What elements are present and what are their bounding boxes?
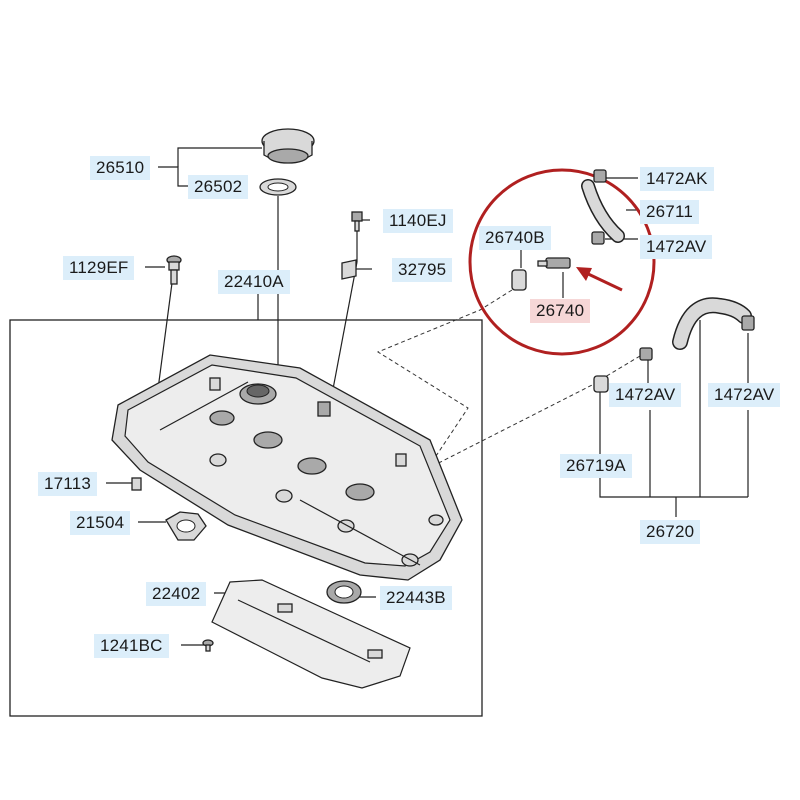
seal-22443b bbox=[326, 580, 362, 604]
bolt-1140ej bbox=[351, 211, 363, 232]
label-1129ef[interactable]: 1129EF bbox=[63, 256, 135, 280]
label-1472av-top[interactable]: 1472AV bbox=[640, 235, 713, 259]
part-26719a bbox=[593, 375, 609, 393]
label-26740[interactable]: 26740 bbox=[530, 299, 591, 323]
pcv-valve-26740 bbox=[537, 257, 571, 269]
label-1472av-right[interactable]: 1472AV bbox=[708, 383, 781, 407]
part-17113 bbox=[131, 477, 142, 491]
cylinder-head-cover bbox=[111, 354, 463, 581]
label-22410a[interactable]: 22410A bbox=[218, 270, 290, 294]
label-26720[interactable]: 26720 bbox=[640, 520, 701, 544]
cover-gasket bbox=[211, 579, 411, 689]
label-26740b[interactable]: 26740B bbox=[479, 226, 551, 250]
clip-32795 bbox=[341, 259, 357, 280]
hose-26711 bbox=[581, 169, 625, 245]
label-17113[interactable]: 17113 bbox=[38, 472, 98, 496]
highlight-circle bbox=[468, 168, 656, 356]
grommet-26740b bbox=[511, 269, 527, 291]
cap-gasket bbox=[259, 178, 297, 196]
oil-filler-cap bbox=[261, 128, 315, 164]
label-1472ak[interactable]: 1472AK bbox=[640, 167, 714, 191]
spark-plug-gasket bbox=[165, 511, 207, 541]
label-1472av-left[interactable]: 1472AV bbox=[609, 383, 682, 407]
label-22402[interactable]: 22402 bbox=[146, 582, 207, 606]
bolt-1129ef bbox=[166, 255, 182, 285]
label-32795[interactable]: 32795 bbox=[392, 258, 453, 282]
assembly-frame bbox=[9, 319, 483, 717]
bolt-1241bc bbox=[202, 639, 214, 652]
label-1241bc[interactable]: 1241BC bbox=[94, 634, 169, 658]
hose-26720 bbox=[639, 297, 755, 361]
label-26510[interactable]: 26510 bbox=[90, 156, 151, 180]
label-26719a[interactable]: 26719A bbox=[560, 454, 632, 478]
label-22443b[interactable]: 22443B bbox=[380, 586, 452, 610]
label-26711[interactable]: 26711 bbox=[640, 200, 700, 224]
label-1140ej[interactable]: 1140EJ bbox=[383, 209, 453, 233]
label-26502[interactable]: 26502 bbox=[188, 175, 249, 199]
label-21504[interactable]: 21504 bbox=[70, 511, 131, 535]
